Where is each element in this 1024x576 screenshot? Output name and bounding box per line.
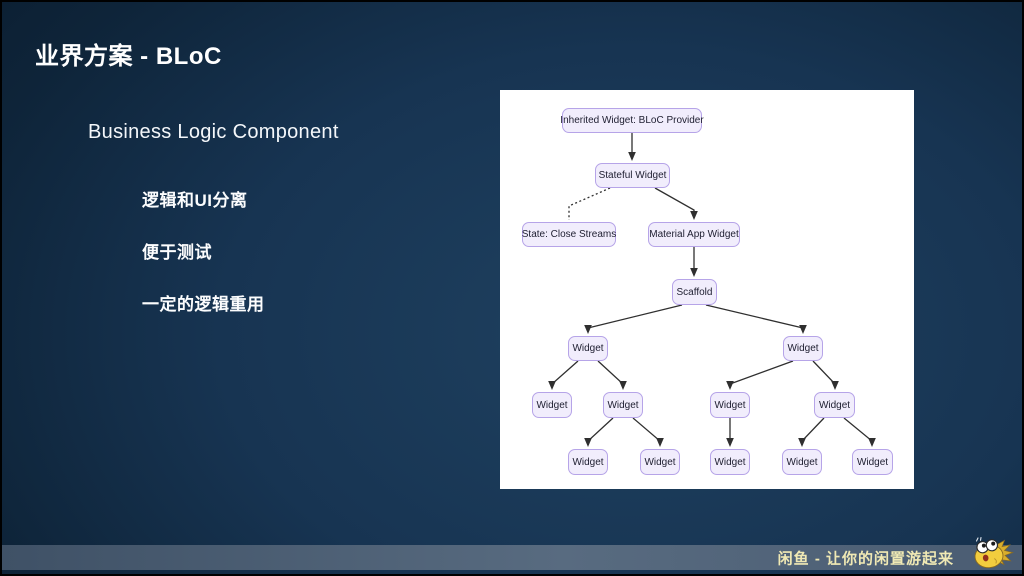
arrow-scaffold-to-left-widget xyxy=(584,304,683,334)
diagram-node-widget-l1-right: Widget xyxy=(783,336,823,361)
diagram-node-material-app-widget: Material App Widget xyxy=(648,222,740,247)
fish-eye-right xyxy=(985,539,999,552)
diagram-node-widget-l3-d: Widget xyxy=(782,449,822,475)
arrow-l1right-to-l2c xyxy=(726,360,794,390)
fish-mouth xyxy=(982,554,989,562)
diagram-node-widget-l2-c: Widget xyxy=(710,392,750,418)
arrow-l2d-to-l3e xyxy=(843,417,876,447)
arrow-stateful-to-material xyxy=(654,187,698,220)
diagram-node-inherited-widget-bloc-provider: Inherited Widget: BLoC Provider xyxy=(560,108,704,133)
fish-pupil-right xyxy=(991,541,996,546)
diagram-node-widget-l3-b: Widget xyxy=(640,449,680,475)
diagram-node-widget-l2-d: Widget xyxy=(814,392,855,418)
brand-slogan-text: 闲鱼 - 让你的闲置游起来 xyxy=(777,550,954,567)
arrow-l1left-to-l2b xyxy=(597,360,627,390)
bullet-item-2: 便于测试 xyxy=(142,243,212,262)
sweat-mark xyxy=(975,536,982,542)
diagram-arrows xyxy=(548,133,876,447)
diagram-node-widget-l3-e: Widget xyxy=(852,449,893,475)
xianyu-fish-mascot-icon xyxy=(974,536,1014,569)
diagram-node-widget-l3-a: Widget xyxy=(568,449,608,475)
bullet-list: 逻辑和UI分离 便于测试 一定的逻辑重用 xyxy=(142,192,265,348)
diagram-node-scaffold: Scaffold xyxy=(672,279,717,305)
arrow-l2b-to-l3a xyxy=(584,417,614,447)
arrow-l1right-to-l2d xyxy=(812,360,839,390)
fish-fin-line xyxy=(994,558,997,564)
diagram-node-widget-l2-b: Widget xyxy=(603,392,643,418)
diagram-node-widget-l1-left: Widget xyxy=(568,336,608,361)
slide-subtitle: Business Logic Component xyxy=(88,121,339,143)
dotted-stateful-to-state xyxy=(568,187,611,220)
diagram-node-stateful-widget: Stateful Widget xyxy=(595,163,670,188)
arrow-l2b-to-l3b xyxy=(632,417,664,447)
page-title: 业界方案 - BLoC xyxy=(35,43,222,70)
bullet-item-1: 逻辑和UI分离 xyxy=(142,191,248,210)
bullet-item-3: 一定的逻辑重用 xyxy=(142,295,265,314)
fish-pupil-left xyxy=(981,543,986,548)
footer-brand-bar: 闲鱼 - 让你的闲置游起来 xyxy=(2,545,1022,570)
diagram-node-state-close-streams: State: Close Streams xyxy=(522,222,616,247)
arrow-l2d-to-l3d xyxy=(798,417,825,447)
diagram-node-widget-l2-a: Widget xyxy=(532,392,572,418)
bloc-widget-tree-diagram: Inherited Widget: BLoC Provider Stateful… xyxy=(500,90,914,489)
arrow-l1left-to-l2a xyxy=(548,360,579,390)
arrow-scaffold-to-right-widget xyxy=(705,304,807,334)
diagram-node-widget-l3-c: Widget xyxy=(710,449,750,475)
